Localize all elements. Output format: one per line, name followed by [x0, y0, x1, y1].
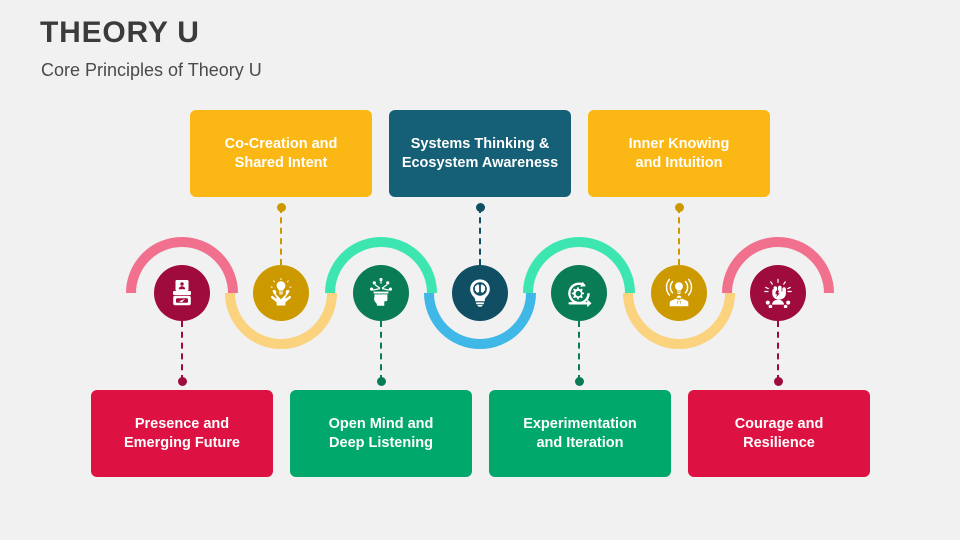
connector-dot [773, 376, 783, 386]
connector-dot [574, 376, 584, 386]
card-line-2: Shared Intent [234, 154, 328, 171]
card-presence[interactable]: Presence and Emerging Future [91, 390, 273, 477]
connector-dot [475, 202, 485, 212]
agile-iteration-gear-icon [568, 281, 592, 308]
dashed-connector [479, 207, 481, 265]
dashed-connector [380, 321, 382, 381]
connector-dot [177, 376, 187, 386]
dashed-connector [280, 207, 282, 265]
dashed-connector [777, 321, 779, 381]
node-inner-knowing-icon-circle[interactable] [651, 265, 707, 321]
card-line-1: Courage and [734, 415, 824, 432]
node-co-creation-icon-circle[interactable] [253, 265, 309, 321]
card-line-1: Inner Knowing [628, 135, 730, 152]
card-line-2: Ecosystem Awareness [401, 154, 559, 171]
card-co-creation[interactable]: Co-Creation and Shared Intent [190, 110, 372, 197]
card-line-2: and Iteration [536, 434, 624, 451]
card-line-1: Co-Creation and [224, 135, 338, 152]
open-mind-head-icon [370, 278, 392, 306]
card-line-2: Resilience [743, 434, 815, 451]
card-line-2: Deep Listening [329, 434, 433, 451]
card-line-1: Presence and [134, 415, 230, 432]
dashed-connector [578, 321, 580, 381]
card-inner-knowing[interactable]: Inner Knowing and Intuition [588, 110, 770, 197]
node-presence-icon-circle[interactable] [154, 265, 210, 321]
node-systems-thinking-icon-circle[interactable] [452, 265, 508, 321]
connector-dot [674, 202, 684, 212]
node-open-mind-icon-circle[interactable] [353, 265, 409, 321]
raised-fist-gear-icon [764, 278, 792, 308]
card-line-1: Experimentation [523, 415, 637, 432]
node-courage-icon-circle[interactable] [750, 265, 806, 321]
node-experimentation-icon-circle[interactable] [551, 265, 607, 321]
connector-dot [276, 202, 286, 212]
card-line-1: Systems Thinking & [410, 135, 550, 152]
card-line-2: and Intuition [635, 154, 723, 171]
id-badge-printer-icon [173, 280, 191, 306]
hands-holding-lightbulb-icon [270, 278, 292, 306]
brain-lightbulb-icon [470, 279, 490, 307]
card-courage[interactable]: Courage and Resilience [688, 390, 870, 477]
card-experimentation[interactable]: Experimentation and Iteration [489, 390, 671, 477]
person-broadcasting-idea-icon [665, 278, 693, 307]
dashed-connector [181, 321, 183, 381]
card-systems-thinking[interactable]: Systems Thinking & Ecosystem Awareness [389, 110, 571, 197]
page-title: THEORY U [40, 16, 200, 49]
connector-dot [376, 376, 386, 386]
card-line-1: Open Mind and [328, 415, 434, 432]
dashed-connector [678, 207, 680, 265]
page-subtitle: Core Principles of Theory U [41, 60, 262, 80]
card-line-2: Emerging Future [123, 434, 240, 451]
card-open-mind[interactable]: Open Mind and Deep Listening [290, 390, 472, 477]
